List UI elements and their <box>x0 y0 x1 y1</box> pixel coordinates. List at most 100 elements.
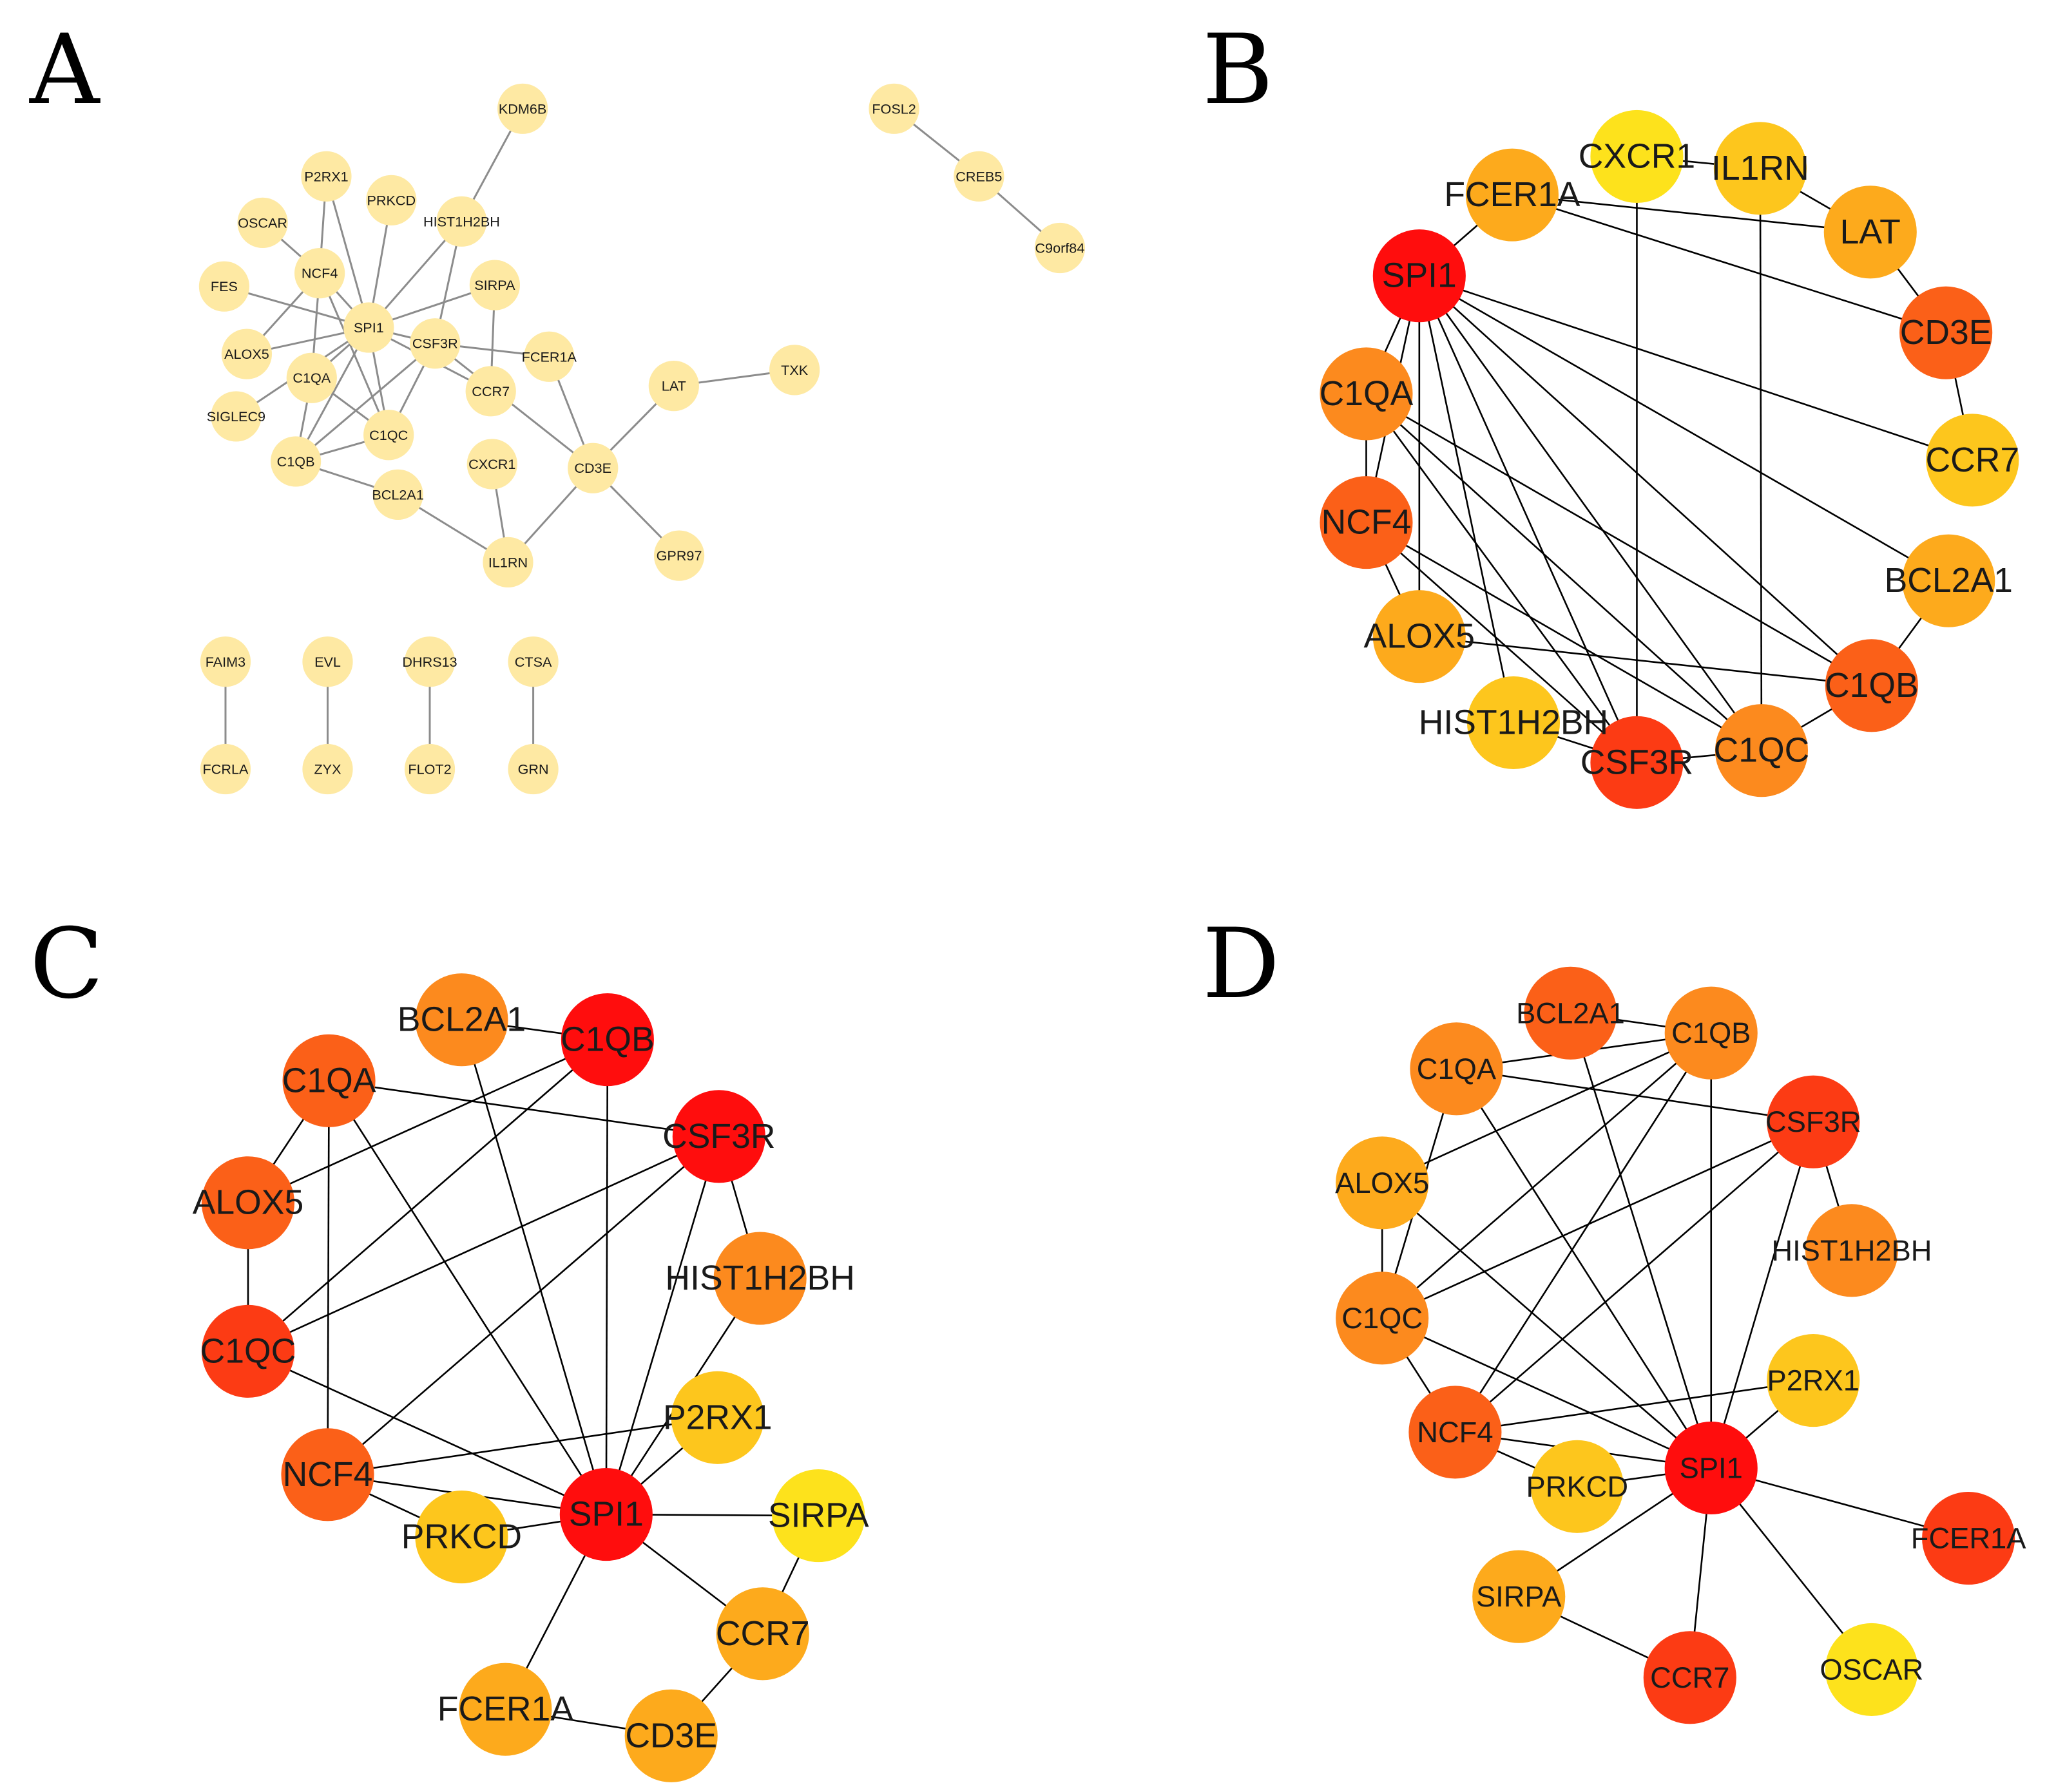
panel-letter-a: A <box>29 14 101 126</box>
node-label-il1rn: IL1RN <box>488 554 528 570</box>
edge-c1qa-spi1 <box>328 1080 607 1515</box>
edge-c1qb-ncf4 <box>1454 1033 1712 1433</box>
edge-spi1-bcl2a1 <box>1419 275 1949 582</box>
node-label-prkcd: PRKCD <box>367 192 416 208</box>
node-label-sirpa: SIRPA <box>768 1497 869 1535</box>
node-alox5 <box>1336 1136 1429 1230</box>
node-label-c1qc: C1QC <box>1341 1302 1423 1335</box>
edge-ncf4-p2rx1 <box>1455 1379 1814 1433</box>
panel-d: BCL2A1C1QBC1QACSF3RALOX5HIST1H2BHC1QCP2R… <box>1335 966 2026 1724</box>
node-label-c1qa: C1QA <box>1320 375 1414 413</box>
node-label-txk: TXK <box>781 362 809 378</box>
node-label-p2rx1: P2RX1 <box>1767 1364 1859 1397</box>
edge-spi1-c1qb <box>1418 275 1872 687</box>
node-label-ccr7: CCR7 <box>716 1615 810 1653</box>
node-p2rx1 <box>1767 1334 1860 1427</box>
node-label-fcer1a: FCER1A <box>522 348 577 365</box>
node-alox5 <box>221 329 273 379</box>
node-label-c1qa: C1QA <box>293 370 331 386</box>
node-label-spi1: SPI1 <box>354 319 384 336</box>
node-label-csf3r: CSF3R <box>412 336 458 352</box>
node-kdm6b <box>497 83 548 134</box>
panel-letter-b: B <box>1202 14 1273 126</box>
node-labels: BCL2A1C1QBC1QACSF3RALOX5HIST1H2BHC1QCP2R… <box>193 1001 869 1755</box>
node-label-p2rx1: P2RX1 <box>304 168 348 184</box>
node-label-hist1h2bh: HIST1H2BH <box>665 1259 854 1297</box>
node-ccr7 <box>1926 414 2019 507</box>
edge-c1qc-c1qa <box>1365 393 1762 752</box>
node-label-alox5: ALOX5 <box>1335 1167 1429 1199</box>
node-bcl2a1 <box>372 469 423 520</box>
node-fes <box>198 261 250 312</box>
node-label-ncf4: NCF4 <box>283 1456 373 1494</box>
node-label-oscar: OSCAR <box>238 214 287 231</box>
node-label-sirpa: SIRPA <box>1476 1580 1562 1613</box>
node-cxcr1 <box>1590 110 1684 203</box>
nodes <box>201 973 865 1782</box>
node-txk <box>769 345 820 396</box>
node-ccr7 <box>716 1587 809 1681</box>
node-label-hist1h2bh: HIST1H2BH <box>1419 703 1608 741</box>
node-label-il1rn: IL1RN <box>1711 149 1809 187</box>
node-label-c9orf84: C9orf84 <box>1035 240 1084 256</box>
node-il1rn <box>483 537 533 588</box>
edge-csf3r-c1qb <box>295 343 436 462</box>
node-c1qa <box>1410 1022 1503 1116</box>
node-oscar <box>1825 1623 1918 1716</box>
node-bcl2a1 <box>1902 534 1995 627</box>
edge-spi1-hist1h2bh <box>1418 275 1515 723</box>
edge-csf3r-ncf4 <box>1454 1121 1814 1433</box>
edge-fcer1a-cd3e <box>1512 194 1946 334</box>
node-label-ccr7: CCR7 <box>472 383 510 399</box>
node-label-spi1: SPI1 <box>569 1496 644 1534</box>
node-label-fcer1a: FCER1A <box>1444 176 1580 214</box>
edge-c1qc-spi1 <box>1381 1317 1712 1469</box>
node-label-c1qb: C1QB <box>561 1021 655 1059</box>
node-prkcd <box>366 175 417 225</box>
node-label-fes: FES <box>211 278 238 294</box>
node-label-ccr7: CCR7 <box>1650 1661 1729 1694</box>
node-label-cd3e: CD3E <box>1900 314 1992 352</box>
node-siglec9 <box>211 391 262 442</box>
edge-c1qb-alox5 <box>247 1038 608 1204</box>
node-c1qb <box>1664 986 1758 1080</box>
node-c1qc <box>1715 704 1809 797</box>
node-label-alox5: ALOX5 <box>1364 618 1475 656</box>
node-evl <box>302 636 353 687</box>
node-label-lat: LAT <box>1840 213 1901 251</box>
edge-csf3r-spi1 <box>605 1136 720 1515</box>
node-label-c1qc: C1QC <box>1714 732 1810 770</box>
node-c1qc <box>201 1304 295 1398</box>
node-label-p2rx1: P2RX1 <box>663 1398 773 1436</box>
node-dhrs13 <box>404 636 456 687</box>
node-hist1h2bh <box>436 196 487 247</box>
node-fcer1a <box>524 331 575 382</box>
edge-c1qb-spi1 <box>605 1040 609 1515</box>
node-label-ncf4: NCF4 <box>1321 504 1412 542</box>
node-label-spi1: SPI1 <box>1680 1451 1743 1484</box>
node-label-flot2: FLOT2 <box>408 761 451 777</box>
node-label-prkcd: PRKCD <box>1526 1470 1629 1503</box>
edge-spi1-c1qc <box>1418 275 1763 751</box>
edge-csf3r-spi1 <box>1710 1121 1814 1469</box>
node-label-evl: EVL <box>314 654 341 670</box>
node-label-siglec9: SIGLEC9 <box>207 408 265 424</box>
node-ctsa <box>508 636 559 687</box>
node-zyx <box>302 743 353 795</box>
node-faim3 <box>200 636 251 687</box>
node-bcl2a1 <box>415 973 508 1067</box>
node-csf3r <box>410 318 461 369</box>
node-label-c1qc: C1QC <box>369 427 408 443</box>
node-label-grn: GRN <box>518 761 549 777</box>
node-label-fcer1a: FCER1A <box>437 1690 573 1728</box>
node-c1qc <box>1336 1272 1429 1365</box>
node-label-ccr7: CCR7 <box>1925 441 2019 479</box>
edge-csf3r-ncf4 <box>327 1136 720 1476</box>
node-label-ncf4: NCF4 <box>1417 1416 1493 1449</box>
node-ncf4 <box>281 1428 374 1521</box>
node-spi1 <box>559 1467 653 1561</box>
node-grn <box>508 743 559 795</box>
node-cd3e <box>624 1689 718 1782</box>
node-fosl2 <box>869 83 919 134</box>
